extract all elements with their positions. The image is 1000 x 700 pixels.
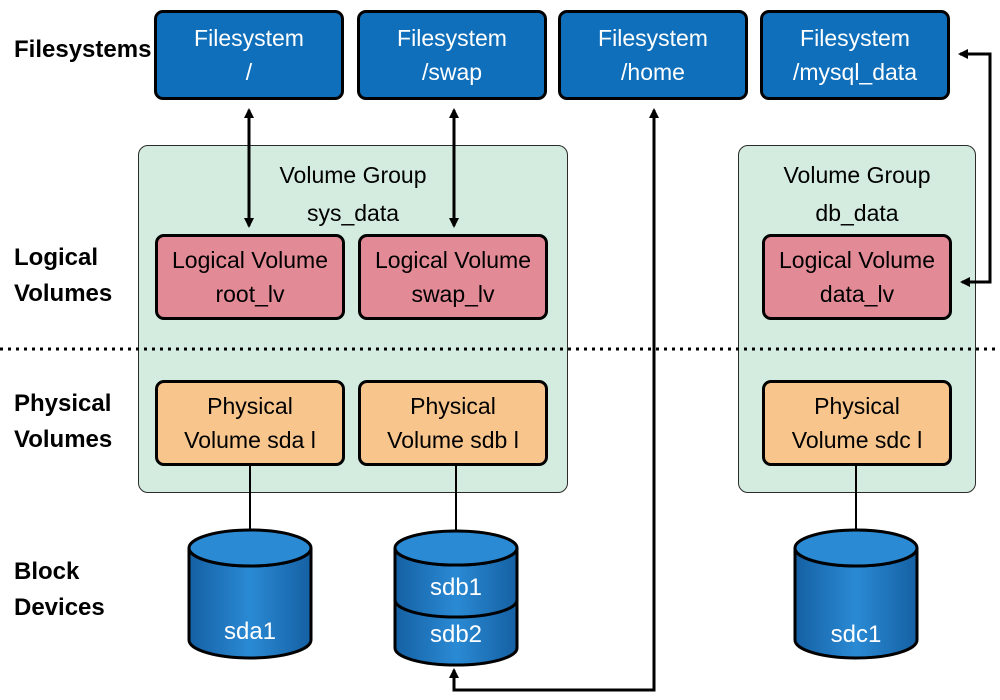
row-label-physical-line1: Physical xyxy=(14,390,112,417)
row-label-filesystems-text: Filesystems xyxy=(14,36,152,63)
volume-group-sys-data-title: Volume Group xyxy=(279,162,427,188)
logical-volume-data-lv: Logical Volume data_lv xyxy=(762,234,952,320)
physical-volume-sdc: Physical Volume sdc l xyxy=(762,380,952,466)
filesystem-root-path: / xyxy=(245,59,253,85)
physical-volume-sdb-name: Volume sdb l xyxy=(387,427,519,453)
disk-sda1 xyxy=(187,528,313,660)
volume-group-db-data-name: db_data xyxy=(815,200,899,226)
filesystem-home-title: Filesystem xyxy=(598,25,708,51)
logical-volume-root-name: root_lv xyxy=(215,281,285,307)
volume-group-sys-data-name: sys_data xyxy=(306,200,400,226)
filesystem-root: Filesystem / xyxy=(154,10,344,100)
filesystem-mysql-title: Filesystem xyxy=(800,25,910,51)
filesystem-swap-path: /swap xyxy=(421,59,483,85)
filesystem-swap-title: Filesystem xyxy=(397,25,507,51)
logical-volume-root-title: Logical Volume xyxy=(172,247,328,273)
row-label-logical-volumes: Logical Volumes xyxy=(14,240,112,312)
logical-volume-root-lv: Logical Volume root_lv xyxy=(155,234,345,320)
disk-sdb xyxy=(393,529,519,667)
disk-label-sdc1: sdc1 xyxy=(830,621,882,648)
row-label-physical-volumes: Physical Volumes xyxy=(14,386,112,458)
row-label-logical-line1: Logical xyxy=(14,244,99,271)
filesystem-swap: Filesystem /swap xyxy=(357,10,547,100)
filesystem-mysql-path: /mysql_data xyxy=(792,59,917,85)
physical-volume-sda: Physical Volume sda l xyxy=(155,380,345,466)
disk-label-sda1: sda1 xyxy=(223,618,277,645)
physical-volume-sda-title: Physical xyxy=(207,393,293,419)
logical-volume-swap-title: Logical Volume xyxy=(375,247,531,273)
row-label-block-line2: Devices xyxy=(14,594,105,621)
logical-volume-swap-name: swap_lv xyxy=(411,281,495,307)
physical-volume-sdb-title: Physical xyxy=(410,393,496,419)
filesystem-home: Filesystem /home xyxy=(558,10,748,100)
arrow-mysql-fs-to-data-lv xyxy=(958,49,992,287)
arrow-home-fs-to-sdb2 xyxy=(449,108,659,692)
disk-label-sdb2: sdb2 xyxy=(429,621,483,648)
physical-volume-sda-name: Volume sda l xyxy=(184,427,316,453)
row-label-physical-line2: Volumes xyxy=(14,426,113,453)
disk-sdc1 xyxy=(793,528,919,660)
logical-volume-swap-lv: Logical Volume swap_lv xyxy=(358,234,548,320)
filesystem-home-path: /home xyxy=(621,59,685,85)
filesystem-mysql-data: Filesystem /mysql_data xyxy=(760,10,950,100)
row-label-filesystems: Filesystems xyxy=(14,32,151,68)
filesystem-root-title: Filesystem xyxy=(194,25,304,51)
row-label-block-devices: Block Devices xyxy=(14,554,105,626)
logical-volume-data-title: Logical Volume xyxy=(779,247,935,273)
logical-volume-data-name: data_lv xyxy=(819,281,895,307)
physical-volume-sdc-title: Physical xyxy=(814,393,900,419)
physical-volume-sdc-name: Volume sdc l xyxy=(791,427,923,453)
volume-group-db-data-title: Volume Group xyxy=(783,162,931,188)
row-label-logical-line2: Volumes xyxy=(14,280,113,307)
disk-label-sdb1: sdb1 xyxy=(429,574,483,601)
physical-volume-sdb: Physical Volume sdb l xyxy=(358,380,548,466)
row-label-block-line1: Block xyxy=(14,558,80,585)
